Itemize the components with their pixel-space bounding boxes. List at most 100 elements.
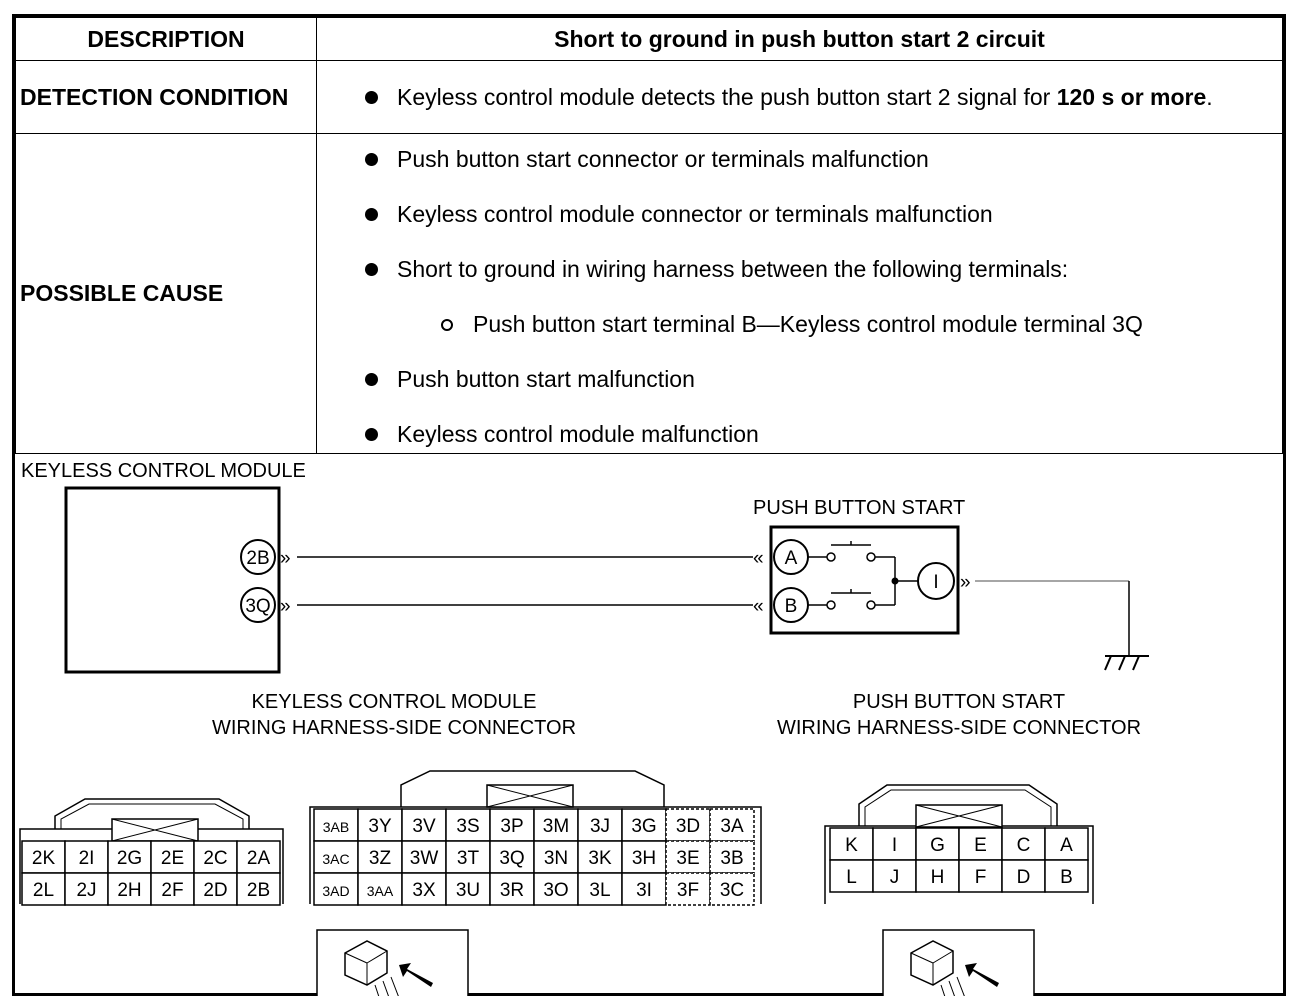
terminal-label: 3W xyxy=(410,848,439,869)
terminal-label: A xyxy=(785,548,798,569)
terminal-cavity: 3B xyxy=(709,840,755,874)
terminal-cavity: A xyxy=(1044,827,1089,861)
bullet-icon xyxy=(365,263,378,276)
terminal-cavity: 3E xyxy=(665,840,711,874)
cause-item: Short to ground in wiring harness betwee… xyxy=(361,255,1282,284)
terminal-label: 3M xyxy=(543,816,569,837)
kcm-box xyxy=(64,486,281,674)
terminal-cavity: G xyxy=(915,827,960,861)
terminal-cavity: 2C xyxy=(193,840,238,874)
cause-item: Keyless control module connector or term… xyxy=(361,200,1282,229)
indicator-lamp-icon: I xyxy=(917,562,955,600)
cause-text: Push button start terminal B—Keyless con… xyxy=(473,311,1143,337)
terminal-label: G xyxy=(930,835,945,856)
cause-text: Keyless control module connector or term… xyxy=(397,201,993,227)
terminal-cavity: D xyxy=(1001,859,1046,893)
terminal-label: 3C xyxy=(720,880,744,901)
cause-content: Push button start connector or terminals… xyxy=(316,133,1283,454)
terminal-cavity: 3R xyxy=(489,872,535,906)
detection-text: Keyless control module detects the push … xyxy=(397,83,1057,110)
terminal-label: 2C xyxy=(203,848,227,869)
terminal-cavity: C xyxy=(1001,827,1046,861)
terminal-label: J xyxy=(890,867,900,888)
bullet-icon xyxy=(365,208,378,221)
terminal-cavity: 3S xyxy=(445,808,491,842)
connector-mark-icon: « xyxy=(753,596,764,617)
cause-text: Short to ground in wiring harness betwee… xyxy=(397,256,1069,282)
connector-mark-icon: » xyxy=(280,596,291,617)
terminal-label: 3D xyxy=(676,816,700,837)
switch-icon xyxy=(808,541,919,610)
cause-text: Keyless control module malfunction xyxy=(397,421,759,447)
terminal-label: B xyxy=(785,596,798,617)
terminal-label: K xyxy=(845,835,858,856)
terminal-label: I xyxy=(892,835,897,856)
detection-row: DETECTION CONDITION Keyless control modu… xyxy=(15,60,1283,134)
terminal-label: 2J xyxy=(76,880,96,901)
terminal-label: 3Z xyxy=(369,848,392,869)
terminal-cavity: F xyxy=(958,859,1003,893)
kcm-connector-title: KEYLESS CONTROL MODULE xyxy=(252,691,537,713)
terminal-label: 3X xyxy=(412,880,436,901)
terminal-cavity: 2K xyxy=(21,840,66,874)
kcm-title: KEYLESS CONTROL MODULE xyxy=(21,460,306,482)
terminal-cavity: E xyxy=(958,827,1003,861)
terminal-label: C xyxy=(1017,835,1031,856)
terminal-label: 2L xyxy=(33,880,54,901)
pbs-connector-subtitle: WIRING HARNESS-SIDE CONNECTOR xyxy=(777,717,1141,739)
service-sheet: DESCRIPTION Short to ground in push butt… xyxy=(12,14,1286,996)
terminal-label: E xyxy=(974,835,987,856)
terminal-cavity: 3D xyxy=(665,808,711,842)
terminal-label: 3I xyxy=(636,880,652,901)
terminal-cavity: B xyxy=(1044,859,1089,893)
detection-end: . xyxy=(1206,83,1213,110)
connector-mark-icon: » xyxy=(280,548,291,569)
description-row: DESCRIPTION Short to ground in push butt… xyxy=(15,17,1283,61)
terminal-cavity: 3P xyxy=(489,808,535,842)
pbs-terminal-b: B xyxy=(773,587,809,623)
detection-label: DETECTION CONDITION xyxy=(15,60,317,134)
connector-view-icon xyxy=(316,929,469,996)
terminal-cavity: 2A xyxy=(236,840,281,874)
detection-bold: 120 s or more xyxy=(1056,83,1207,110)
terminal-cavity: 3AA xyxy=(357,872,403,906)
cause-subitem: Push button start terminal B—Keyless con… xyxy=(437,310,1282,339)
terminal-cavity: 3U xyxy=(445,872,491,906)
terminal-label: 3P xyxy=(500,816,523,837)
terminal-cavity: 3J xyxy=(577,808,623,842)
ground-icon xyxy=(1104,655,1149,671)
terminal-cavity: 3L xyxy=(577,872,623,906)
detection-content: Keyless control module detects the push … xyxy=(316,60,1283,134)
description-value: Short to ground in push button start 2 c… xyxy=(316,17,1283,61)
terminal-label: 3G xyxy=(631,816,656,837)
terminal-cavity: 3F xyxy=(665,872,711,906)
terminal-label: F xyxy=(975,867,987,888)
terminal-label: 3V xyxy=(412,816,436,837)
terminal-label: 3AC xyxy=(322,851,349,867)
terminal-cavity: 2B xyxy=(236,872,281,906)
cause-text: Push button start malfunction xyxy=(397,366,695,392)
terminal-label: B xyxy=(1060,867,1073,888)
pbs-box xyxy=(769,525,960,635)
detection-item: Keyless control module detects the push … xyxy=(361,83,1282,112)
terminal-label: D xyxy=(1017,867,1031,888)
terminal-cavity: 3W xyxy=(401,840,447,874)
terminal-label: 3AB xyxy=(323,819,349,835)
terminal-cavity: I xyxy=(872,827,917,861)
cause-row: POSSIBLE CAUSE Push button start connect… xyxy=(15,133,1283,454)
kcm-connector-subtitle: WIRING HARNESS-SIDE CONNECTOR xyxy=(212,717,576,739)
terminal-cavity: 3X xyxy=(401,872,447,906)
terminal-label: 3O xyxy=(543,880,568,901)
terminal-cavity: 2J xyxy=(64,872,109,906)
terminal-cavity: 3AB xyxy=(313,808,359,842)
cause-item: Push button start connector or terminals… xyxy=(361,145,1282,174)
terminal-cavity: K xyxy=(829,827,874,861)
terminal-cavity: 3Z xyxy=(357,840,403,874)
terminal-label: 3E xyxy=(676,848,699,869)
terminal-label: A xyxy=(1060,835,1073,856)
terminal-cavity: 3C xyxy=(709,872,755,906)
terminal-cavity: 3V xyxy=(401,808,447,842)
terminal-label: 2I xyxy=(79,848,95,869)
dtc-info-table: DESCRIPTION Short to ground in push butt… xyxy=(15,17,1283,454)
terminal-label: 2G xyxy=(117,848,142,869)
